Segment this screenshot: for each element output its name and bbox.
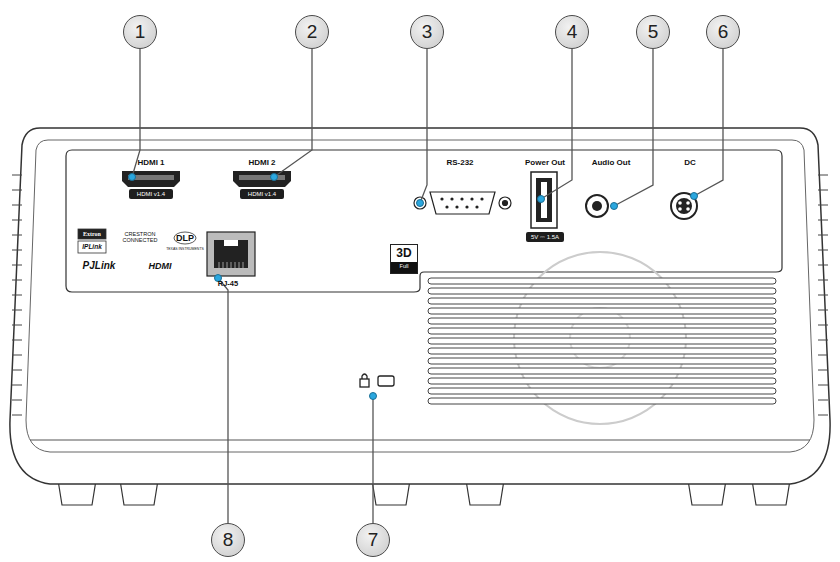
leader-dot (129, 174, 698, 400)
hdmi-port (122, 171, 291, 187)
port-label: Audio Out (592, 159, 631, 167)
node-text: HDMI v1.4 (137, 191, 165, 197)
node-text: 5V ⎓ 1.5A (531, 234, 559, 241)
vent-slots (428, 278, 776, 404)
node-text: 7 (368, 529, 379, 551)
node-text: 6 (718, 21, 729, 43)
node-text: 4 (567, 21, 578, 43)
connector-panel (66, 150, 782, 292)
logo-text: HDMI (149, 262, 172, 271)
port-label: HDMI 2 (248, 159, 275, 167)
logo-text: TEXAS INSTRUMENTS (166, 248, 204, 252)
dc-jack (671, 193, 697, 219)
node-text: 2 (307, 21, 318, 43)
node-text: 8 (223, 529, 234, 551)
callout-number: 5 (636, 15, 670, 49)
callout-number: 6 (706, 15, 740, 49)
callout-number: 8 (211, 523, 245, 557)
logo-text: IPLink (82, 244, 102, 251)
node-text: 3D (396, 245, 411, 262)
port-label: HDMI 1 (137, 159, 164, 167)
rs232-port (414, 192, 511, 214)
body-inner-edge (26, 140, 814, 452)
port-label: Power Out (525, 159, 565, 167)
callout-number: 2 (295, 15, 329, 49)
node-text: HDMI v1.4 (248, 191, 276, 197)
port-label: DC (684, 159, 696, 167)
node-text: 1 (135, 21, 146, 43)
logo-text: Extron (83, 231, 101, 237)
logo-text: DLP (176, 234, 194, 243)
security-lock (360, 374, 394, 387)
callout-number: 7 (356, 523, 390, 557)
callout-number: 4 (555, 15, 589, 49)
projector-body (10, 128, 830, 484)
rj45-port (207, 232, 255, 276)
3d-badge: 3DFull (390, 244, 418, 274)
spec-badge: 5V ⎓ 1.5A (526, 232, 564, 242)
logo-text: PJLink (83, 261, 116, 271)
audio-jack (586, 195, 608, 217)
usb-port (531, 172, 557, 228)
logo-text: CRESTRON CONNECTED (117, 231, 163, 243)
node-text: 5 (648, 21, 659, 43)
leader-line (132, 49, 723, 523)
body-seam (30, 440, 810, 441)
port-label: RJ-45 (218, 280, 238, 288)
spec-badge: HDMI v1.4 (240, 189, 284, 199)
spec-badge: HDMI v1.4 (129, 189, 173, 199)
node-text: Full (391, 262, 417, 273)
port-label: RS-232 (446, 159, 473, 167)
callout-number: 3 (410, 15, 444, 49)
node-text: 3 (422, 21, 433, 43)
callout-number: 1 (123, 15, 157, 49)
